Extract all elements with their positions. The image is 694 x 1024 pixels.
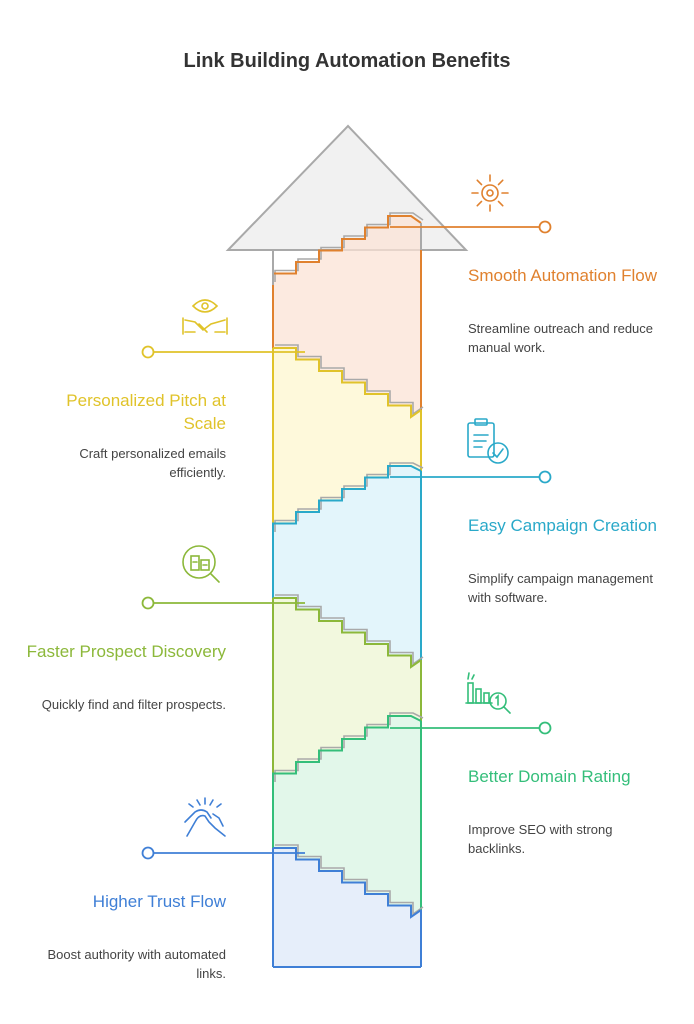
arrow-head bbox=[225, 124, 469, 251]
stair-line-4 bbox=[273, 597, 422, 669]
connector-dot-2 bbox=[141, 345, 155, 359]
connector-dot-1 bbox=[538, 220, 552, 234]
section-fill-5 bbox=[273, 716, 421, 917]
eye-handshake-icon bbox=[182, 299, 228, 335]
gear-icon bbox=[471, 174, 509, 212]
benefit-description: Improve SEO with strong backlinks. bbox=[468, 822, 613, 856]
section-fill-6 bbox=[273, 848, 421, 967]
connector-dot-3 bbox=[538, 470, 552, 484]
bar-chart-rank-icon bbox=[465, 672, 511, 714]
connector-dot-4 bbox=[141, 596, 155, 610]
stair-line-1 bbox=[272, 215, 422, 285]
benefit-title: Personalized Pitch at Scale bbox=[66, 391, 226, 433]
search-building-icon bbox=[182, 545, 220, 583]
connector-dot-5 bbox=[538, 721, 552, 735]
benefit-title: Easy Campaign Creation bbox=[468, 516, 657, 535]
diagram-title: Link Building Automation Benefits bbox=[183, 50, 511, 72]
stair-shadow-5 bbox=[274, 712, 424, 782]
benefit-title: Better Domain Rating bbox=[468, 767, 631, 786]
benefit-description: Quickly find and filter prospects. bbox=[41, 697, 226, 712]
section-fill-1 bbox=[273, 216, 421, 417]
arm-wrestle-icon bbox=[184, 797, 226, 837]
stair-line-2 bbox=[273, 347, 422, 419]
stair-shadow-6 bbox=[275, 844, 424, 916]
benefit-title: Smooth Automation Flow bbox=[468, 266, 657, 285]
connector-dot-6 bbox=[141, 846, 155, 860]
stair-shadow-1 bbox=[274, 212, 424, 282]
benefit-title: Higher Trust Flow bbox=[92, 892, 226, 911]
stair-line-5 bbox=[272, 715, 422, 785]
benefit-description: Streamline outreach and reduce manual wo… bbox=[468, 321, 654, 355]
stair-shadow-3 bbox=[274, 462, 424, 532]
stair-line-3 bbox=[272, 465, 422, 535]
benefit-description: Simplify campaign management with softwa… bbox=[468, 571, 653, 605]
stair-line-6 bbox=[273, 847, 422, 919]
stair-shadow-4 bbox=[275, 594, 424, 666]
benefit-description: Boost authority with automated links. bbox=[47, 947, 227, 981]
clipboard-check-icon bbox=[467, 418, 509, 464]
section-fill-3 bbox=[273, 466, 421, 667]
stair-shadow-2 bbox=[275, 344, 424, 416]
benefit-title: Faster Prospect Discovery bbox=[26, 642, 226, 661]
benefit-description: Craft personalized emails efficiently. bbox=[79, 446, 226, 480]
